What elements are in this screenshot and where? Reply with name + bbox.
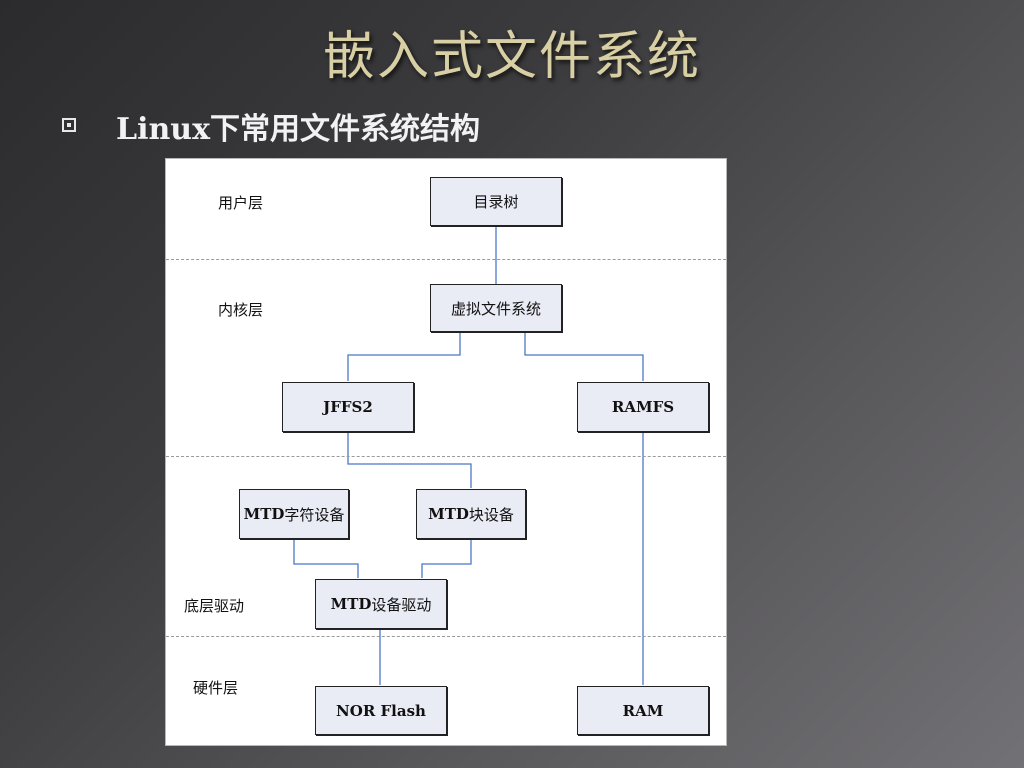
- node-mtd-driver-suffix: 设备驱动: [371, 595, 432, 614]
- layer-label-user: 用户层: [218, 194, 264, 212]
- layer-label-hardware: 硬件层: [193, 679, 239, 697]
- node-nor-flash: NOR Flash: [315, 686, 447, 735]
- connector-mtdblock-mtddriver: [421, 539, 472, 578]
- node-ramfs: RAMFS: [577, 382, 709, 432]
- filesystem-diagram: 用户层 内核层 底层驱动 硬件层 目录树 虚拟文件系统 JFFS2 RAMFS …: [165, 158, 727, 746]
- node-mtd-driver-prefix: MTD: [330, 595, 372, 613]
- layer-divider: [166, 636, 726, 637]
- connector-mtdchar-mtddriver: [293, 539, 359, 578]
- node-mtd-char-prefix: MTD: [243, 505, 285, 523]
- bullet-marker-icon: [62, 118, 76, 132]
- layer-divider: [166, 259, 726, 260]
- layer-label-kernel: 内核层: [218, 301, 264, 319]
- connector-vfs-ramfs: [524, 332, 644, 381]
- node-mtd-char-suffix: 字符设备: [284, 505, 345, 524]
- node-mtd-block-suffix: 块设备: [468, 505, 514, 524]
- layer-label-driver: 底层驱动: [184, 597, 245, 615]
- node-virtual-file-system: 虚拟文件系统: [430, 284, 562, 332]
- connector-vfs-jffs2: [347, 332, 461, 381]
- layer-divider: [166, 456, 726, 457]
- node-ram: RAM: [577, 686, 709, 735]
- node-mtd-block-prefix: MTD: [428, 505, 469, 523]
- node-jffs2: JFFS2: [282, 382, 414, 432]
- connector-jffs2-mtdblock: [347, 432, 472, 488]
- bullet-text: Linux下常用文件系统结构: [116, 112, 480, 147]
- connector-lines: [293, 226, 644, 685]
- node-directory-tree: 目录树: [430, 177, 562, 226]
- slide-title: 嵌入式文件系统: [322, 27, 701, 87]
